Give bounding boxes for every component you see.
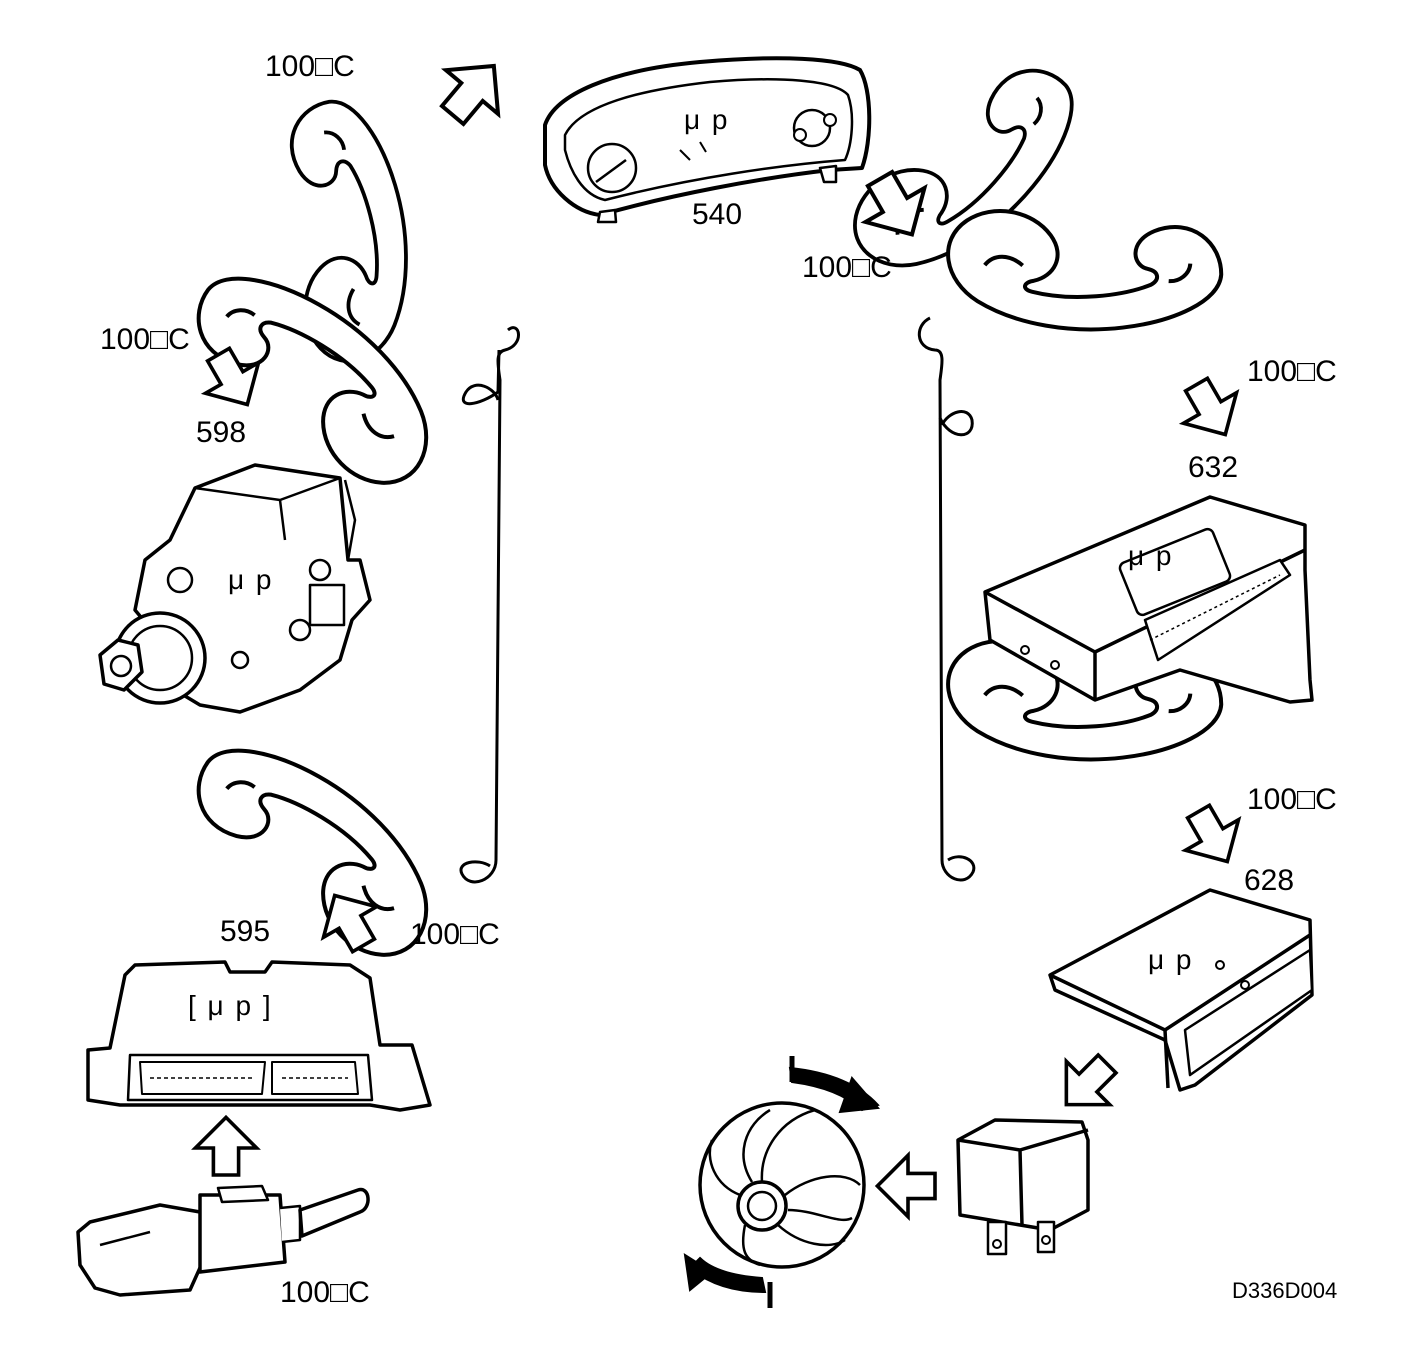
arrow-icon [1168, 367, 1254, 452]
control-module-632 [983, 495, 1314, 704]
cluster-chip-label: μ p [684, 104, 730, 135]
temperature-label: 100□C [1247, 783, 1337, 816]
arrow-icon [875, 1153, 937, 1219]
arrow-icon [1170, 794, 1256, 879]
temperature-label: 100□C [265, 50, 355, 83]
temperature-label: 100□C [802, 251, 892, 284]
handset-icon [935, 146, 1234, 380]
temperature-label: 100□C [410, 918, 500, 951]
module-628-number-label: 628 [1244, 864, 1295, 897]
ecm-chip-label: [ μ p ] [188, 990, 273, 1021]
engine-control-module-595 [86, 960, 432, 1112]
temperature-label: 100□C [1247, 355, 1337, 388]
relay-icon [956, 1118, 1090, 1256]
handset-icon [163, 263, 462, 497]
temperature-label: 100□C [100, 323, 190, 356]
drawing-code: D336D004 [1232, 1278, 1338, 1303]
pump-number-label: 598 [196, 416, 247, 449]
ecm-number-label: 595 [220, 915, 271, 948]
temperature-label: 100□C [280, 1276, 370, 1309]
injection-pump-598 [98, 463, 372, 714]
arrow-icon [424, 42, 522, 139]
temperature-sensor [76, 1184, 370, 1297]
cooling-fan-icon [683, 1056, 881, 1308]
module-632-number-label: 632 [1188, 451, 1239, 484]
arrow-icon [193, 1115, 259, 1177]
instrument-cluster-540 [543, 56, 872, 224]
module-628-chip-label: μ p [1148, 944, 1194, 975]
right-bus-cord [917, 316, 976, 882]
cluster-number-label: 540 [692, 198, 743, 231]
module-632-chip-label: μ p [1128, 540, 1174, 571]
pump-chip-label: μ p [228, 564, 274, 595]
left-bus-cord [459, 326, 520, 884]
arrow-icon [1042, 1040, 1131, 1129]
control-module-628 [1048, 888, 1314, 1092]
